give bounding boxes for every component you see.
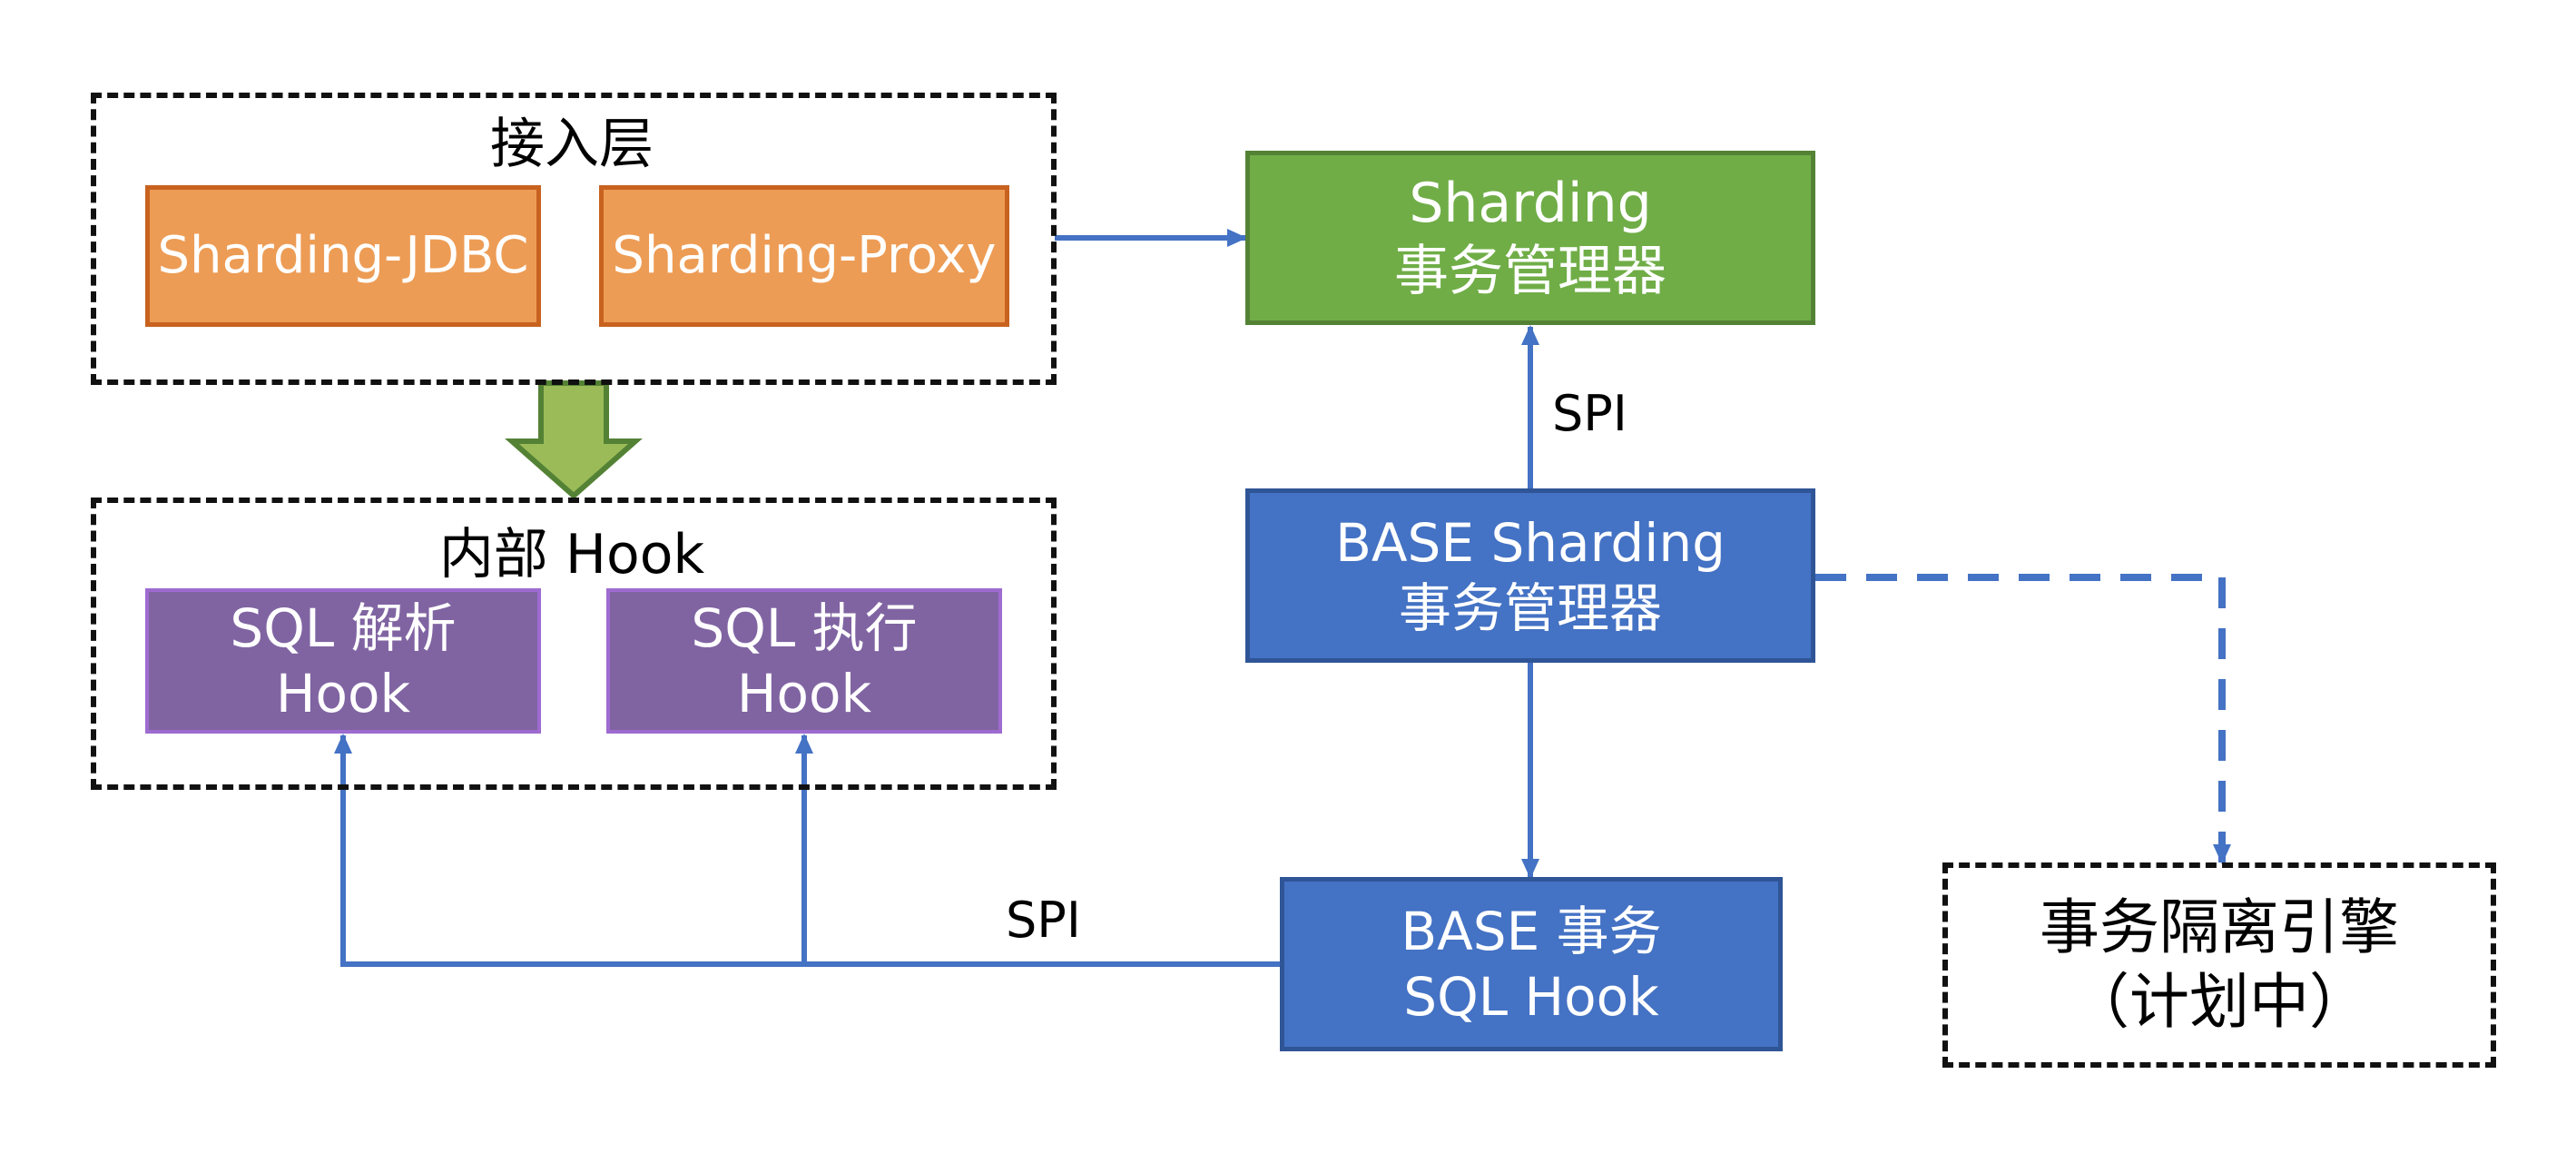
sharding-tm-line1: Sharding [1409, 172, 1652, 235]
spi-label-top: SPI [1552, 385, 1627, 442]
base-tm-line2: 事务管理器 [1398, 577, 1662, 639]
sharding-tm-line2: 事务管理器 [1394, 240, 1667, 303]
sharding-proxy-box: Sharding-Proxy [599, 185, 1009, 327]
base-hook-line1: BASE 事务 [1401, 900, 1662, 962]
sql-parse-hook-line2: Hook [275, 663, 411, 724]
sql-parse-hook-line1: SQL 解析 [230, 596, 457, 659]
sharding-transaction-manager-box: Sharding 事务管理器 [1245, 151, 1815, 325]
spi-label-bottom: SPI [1006, 892, 1081, 949]
base-hook-line2: SQL Hook [1403, 966, 1659, 1028]
access-layer-group [91, 93, 1057, 385]
base-tm-line1: BASE Sharding [1335, 511, 1726, 574]
sql-exec-hook-line2: Hook [736, 663, 872, 724]
sql-parse-hook-box: SQL 解析 Hook [145, 588, 541, 734]
base-transaction-sql-hook-box: BASE 事务 SQL Hook [1280, 877, 1783, 1051]
sharding-jdbc-label: Sharding-JDBC [157, 226, 529, 285]
internal-hook-title: 内部 Hook [438, 523, 705, 586]
sql-exec-hook-box: SQL 执行 Hook [606, 588, 1002, 734]
sharding-jdbc-box: Sharding-JDBC [145, 185, 541, 327]
connector-base-hook-to-hooks [334, 734, 1282, 967]
isolation-engine-box: 事务隔离引擎 （计划中） [1942, 862, 2496, 1068]
base-sharding-tm-box: BASE Sharding 事务管理器 [1245, 488, 1815, 663]
green-down-arrow [505, 380, 643, 500]
sharding-proxy-label: Sharding-Proxy [612, 226, 997, 285]
internal-hook-group [91, 498, 1057, 790]
access-layer-title: 接入层 [490, 113, 654, 176]
arrow-base-tm-to-engine [1815, 574, 2231, 864]
engine-line1: 事务隔离引擎 [2040, 892, 2399, 962]
sql-exec-hook-line1: SQL 执行 [691, 596, 918, 659]
engine-line2: （计划中） [2070, 967, 2369, 1037]
